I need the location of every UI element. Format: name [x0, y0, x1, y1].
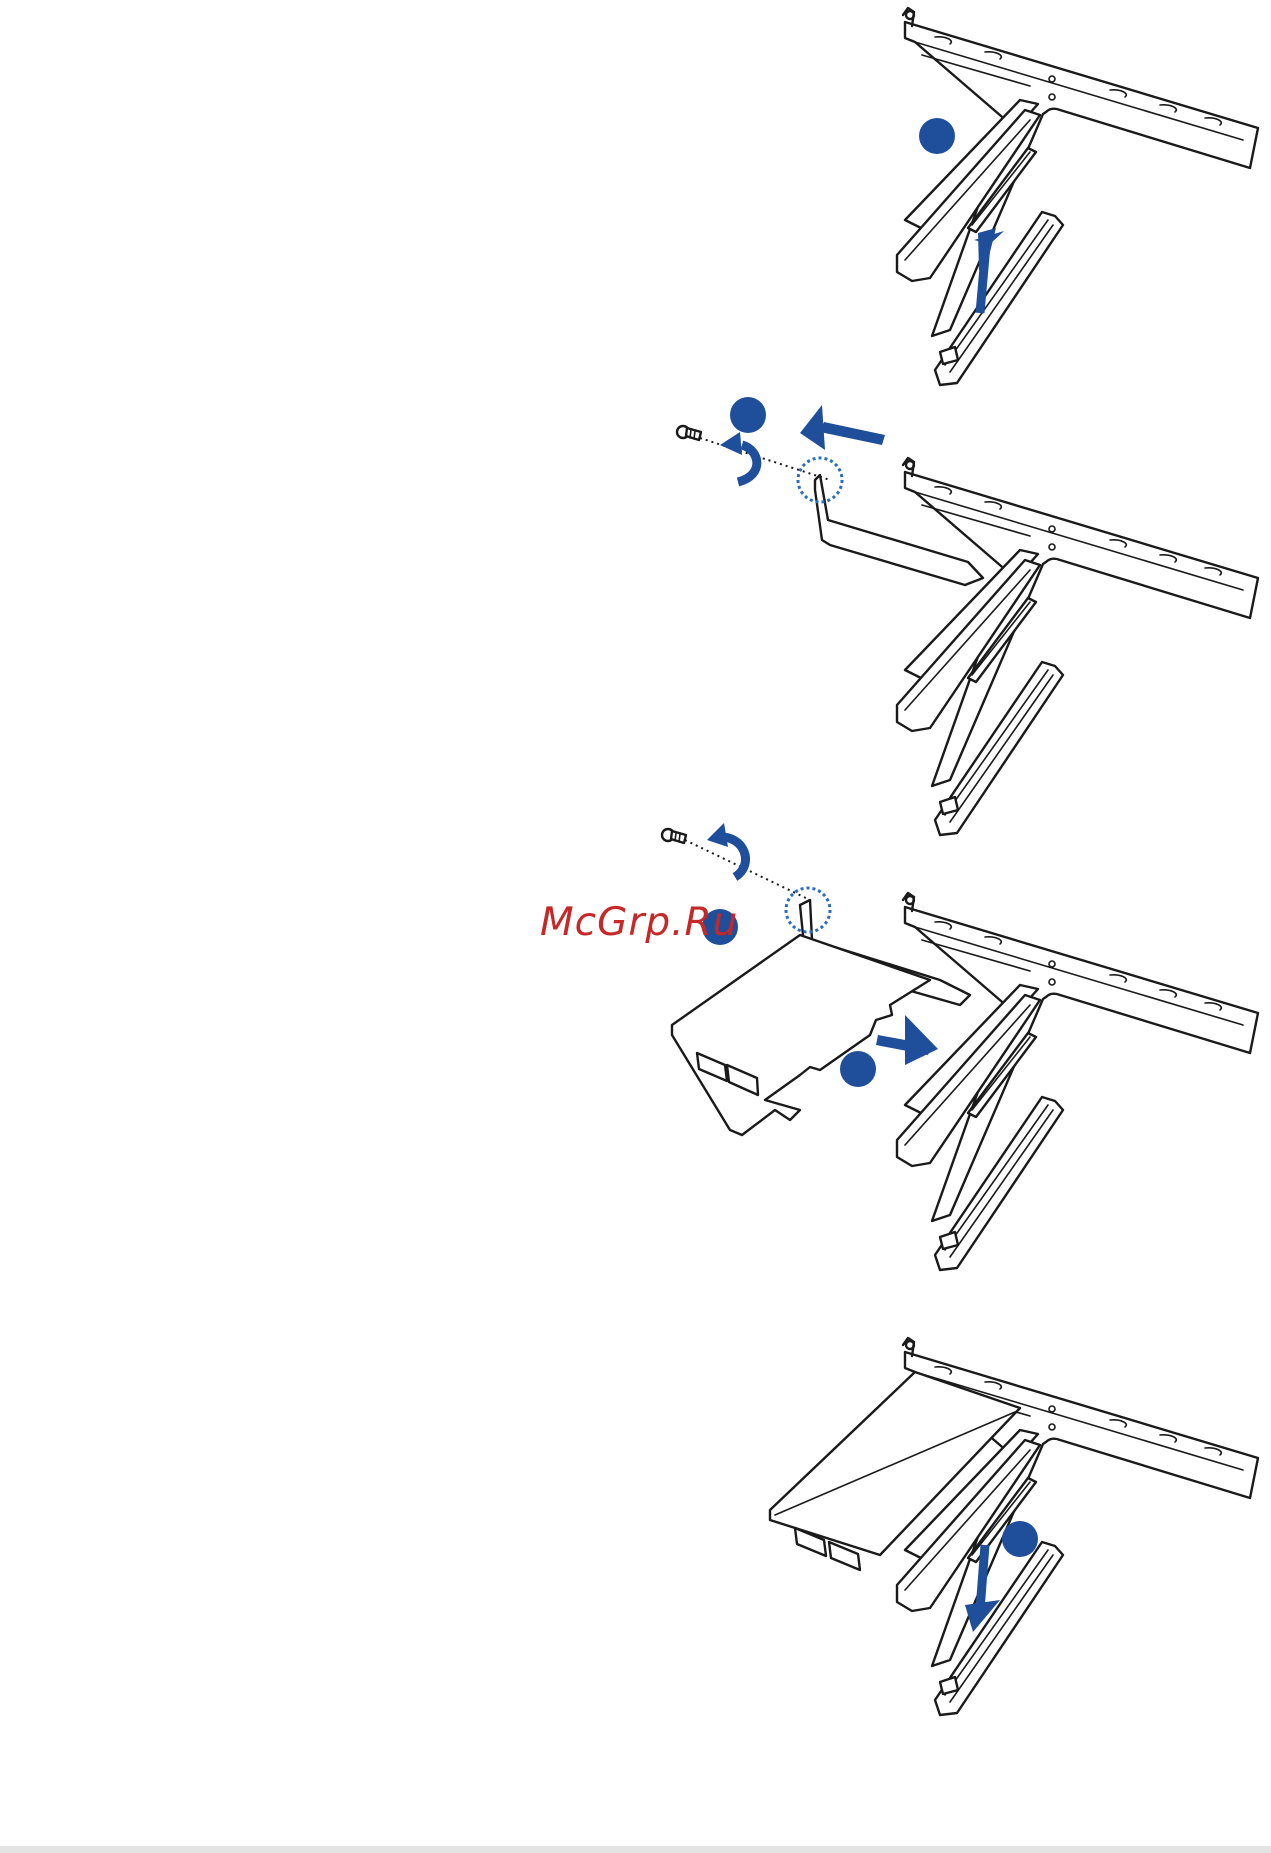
- step-marker-icon: [1002, 1521, 1038, 1557]
- watermark-text: McGrp.Ru: [540, 900, 738, 945]
- step-marker-icon: [840, 1051, 876, 1087]
- step2-illustration: [677, 397, 1258, 835]
- step3-illustration: [662, 823, 1258, 1270]
- screw-icon: [677, 426, 701, 440]
- step4-illustration: [770, 1338, 1258, 1715]
- screw-icon: [662, 829, 686, 843]
- footer-bar: [0, 1846, 1271, 1853]
- step-marker-icon: [730, 397, 766, 433]
- step-marker-icon: [919, 118, 955, 154]
- step1-illustration: [897, 8, 1258, 385]
